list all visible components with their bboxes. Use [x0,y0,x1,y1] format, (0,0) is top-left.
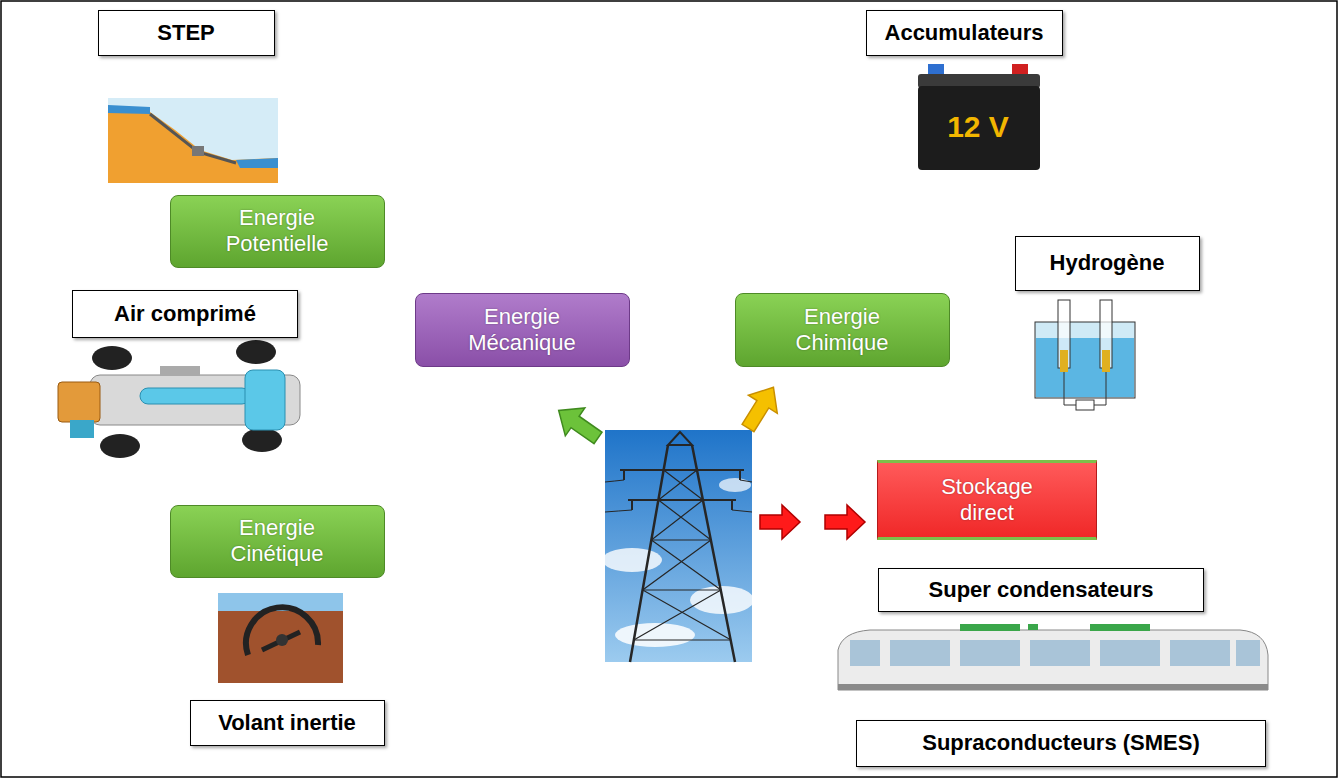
energy-box: Energie Cinétique [170,505,385,578]
flywheel-hub [276,634,288,646]
tram-window [1030,640,1090,666]
penstock [150,114,236,163]
pylon-lattice [605,432,752,662]
brick-wall [218,593,343,683]
tram-roof [1028,624,1038,630]
wheel [92,346,132,370]
red-arrow [825,505,865,539]
car-illustration [58,340,300,458]
node-text: Super condensateurs [929,577,1154,603]
pylon-arrows [549,378,865,539]
energy-box: Energie Chimique [735,293,950,367]
cloud [719,478,751,492]
wheel [242,428,282,452]
air-tank [140,388,250,404]
node-text: Stockage direct [927,474,1047,527]
upper-reservoir [108,105,150,114]
flywheel-arm [262,632,300,650]
generator [1076,400,1094,410]
power-station [192,146,204,156]
tram-window [1170,640,1230,666]
electrode [1060,350,1068,372]
flywheel-ring [246,607,318,655]
category-label: Super condensateurs [878,568,1204,612]
cloud [602,548,662,572]
node-text: Supraconducteurs (SMES) [922,730,1199,756]
tram-skirt [838,684,1268,690]
node-text: Volant inertie [218,710,356,736]
step-illustration [108,98,278,183]
node-text: Energie Chimique [767,304,917,357]
wheel [236,340,276,364]
electrolysis-illustration [1035,300,1135,410]
tram-roof [960,624,1020,631]
tram-window [1100,640,1160,666]
electrode [1102,350,1110,372]
category-label: Air comprimé [72,290,298,338]
category-label: Hydrogène [1015,236,1200,291]
tram-window [890,640,950,666]
flywheel-photo [218,593,343,683]
tram-window [1236,640,1260,666]
node-text: Energie Mécanique [447,304,597,357]
tram-window [850,640,880,666]
battery-case [918,86,1040,170]
node-text: Hydrogène [1050,250,1165,276]
hillside [108,110,278,183]
lower-reservoir [236,158,278,168]
hydraulic-unit [70,420,94,438]
tram-roof [1090,624,1150,631]
cloud [615,623,695,647]
seat [160,366,200,376]
energy-box: Energie Mécanique [415,293,630,367]
beaker [1035,322,1135,398]
battery-voltage: 12 V [947,110,1009,144]
pylon-photo [602,430,754,662]
storage-box: Stockage direct [877,460,1097,540]
node-text: Energie Cinétique [202,515,352,568]
tram-illustration [838,624,1268,690]
water [1036,338,1134,397]
green-arrow [549,397,608,452]
battery-lid [918,74,1040,88]
category-label: STEP [98,10,275,56]
energy-box: Energie Potentielle [170,195,385,268]
node-text: Air comprimé [114,301,256,327]
category-label: Volant inertie [190,700,385,746]
red-arrow [760,505,800,539]
sky [108,98,278,183]
node-text: Energie Potentielle [202,205,352,258]
wheel [100,434,140,458]
category-label: Supraconducteurs (SMES) [856,720,1266,767]
tram-window [960,640,1020,666]
battery-illustration [918,64,1040,170]
air-tank [245,370,285,430]
sky [605,430,752,662]
category-label: Accumulateurs [866,10,1063,56]
tram-body [838,630,1268,690]
engine [58,382,100,422]
node-text: Accumulateurs [885,20,1044,46]
yellow-arrow [734,378,788,437]
node-text: STEP [157,20,214,46]
